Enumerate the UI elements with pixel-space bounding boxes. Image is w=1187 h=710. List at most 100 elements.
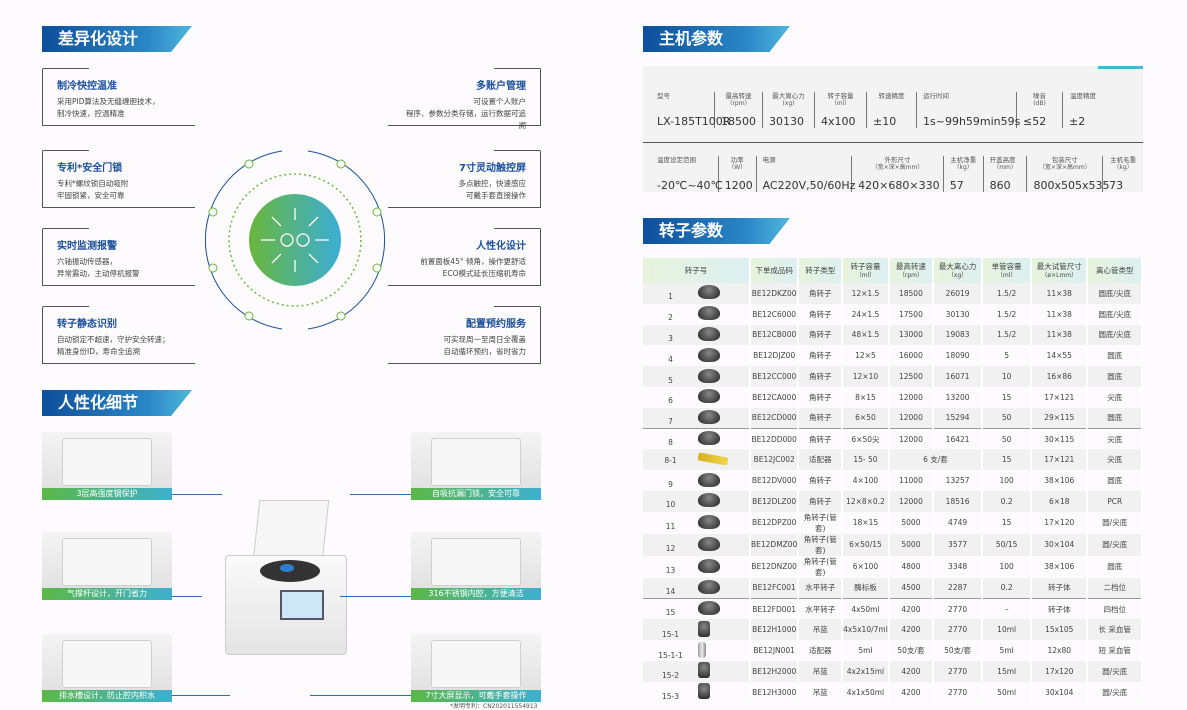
table-cell: 圆底/尖底	[1087, 303, 1143, 325]
cell-value: BE12JN001	[753, 646, 795, 656]
table-cell: 15-3	[643, 681, 751, 703]
table-cell: 8×15	[842, 386, 890, 408]
table-cell: –	[982, 598, 1033, 620]
cell-value: 6×50	[855, 413, 876, 423]
spec-label: 电源	[762, 156, 776, 164]
table-cell: 2770	[933, 681, 984, 703]
molecule-arrows-icon	[261, 208, 329, 272]
detail-caption: 3层高强度钢保护	[42, 488, 172, 500]
cell-value: 0.2	[1000, 496, 1013, 506]
cell-value: 圆底/尖底	[1098, 309, 1131, 319]
detail-photo: 3层高强度钢保护	[42, 432, 172, 500]
spec-value: 30130	[769, 115, 804, 128]
rotor-number: 4	[668, 354, 673, 364]
cell-value: BE12H1000	[752, 625, 797, 635]
cell-value: BE12H3000	[752, 687, 797, 697]
detail-caption: 排水槽设计，防止腔内积水	[42, 690, 172, 702]
table-cell: 30130	[933, 303, 984, 325]
rotor-number: 14	[665, 586, 676, 596]
cell-value: 17x120	[1045, 666, 1074, 676]
table-cell: 26019	[933, 283, 984, 304]
cell-value: 50	[1001, 434, 1012, 444]
table-cell: 6×18	[1031, 490, 1089, 512]
table-cell: 14×55	[1031, 345, 1089, 367]
spec-value: 57	[949, 179, 964, 192]
table-cell: 15-1	[643, 619, 751, 641]
rotor-number: 15-1	[661, 629, 680, 639]
rotor-number: 13	[665, 565, 676, 575]
table-cell: BE12DLZ00	[750, 490, 800, 512]
table-cell: 50ml	[982, 681, 1033, 703]
table-cell: 30x104	[1031, 681, 1089, 703]
table-cell: 17×120	[1031, 511, 1089, 534]
cell-value: 3577	[948, 540, 968, 550]
table-cell: 4200	[888, 660, 935, 682]
rotor-image	[698, 683, 710, 700]
spec-label: 包装尺寸	[1051, 156, 1078, 164]
table-cell: 50	[982, 407, 1033, 429]
rotor-image	[698, 409, 720, 424]
rotor-number: 10	[665, 500, 676, 510]
detail-photo: 自吸抗漏门锁，安全可靠	[411, 432, 541, 500]
table-cell: 12500	[888, 366, 935, 387]
feature-title: 人性化设计	[476, 241, 526, 252]
feature-desc: 专利*螺纹锁自动吸附	[57, 179, 129, 188]
cell-value: BE12DV000	[751, 476, 797, 486]
spec-label: 温度精度	[1070, 92, 1096, 100]
cell-value: 17500	[898, 309, 923, 319]
spec-value: 420×680×330	[858, 179, 940, 192]
cell-value: 长 采血管	[1098, 625, 1131, 635]
table-cell: 角转子(管套)	[798, 555, 844, 578]
cell-value: 26019	[945, 288, 970, 298]
cell-value: 6×100	[852, 562, 879, 572]
rotor-number: 3	[668, 333, 673, 343]
spec-value: ≤52	[1023, 115, 1047, 128]
spec-unit: （宽×深×高mm）	[1038, 164, 1091, 171]
spec-label: 运行时间	[923, 92, 949, 100]
cell-value: 圆底	[1107, 372, 1123, 382]
table-cell: 1	[643, 283, 751, 304]
cell-value: 角转子	[808, 372, 832, 382]
cell-value: 18500	[898, 288, 923, 298]
table-cell: 16000	[888, 345, 935, 367]
cell-value: 30×115	[1044, 434, 1075, 444]
table-cell: 50支/套	[933, 640, 984, 661]
header-label: 单管容量	[991, 261, 1022, 271]
table-cell: 圆/尖底	[1087, 533, 1143, 556]
cell-value: 17×121	[1044, 392, 1075, 402]
table-cell: 30×104	[1031, 533, 1089, 556]
cell-value: 吊篮	[812, 687, 828, 697]
table-cell: 15	[982, 386, 1033, 408]
cell-value: 吊篮	[812, 666, 828, 676]
spec-item: 外形尺寸（宽×深×高mm）420×680×330	[852, 156, 944, 192]
cell-value: 12×1.5	[851, 288, 880, 298]
cell-value: 0.2	[1000, 583, 1013, 593]
feature-box: 专利*安全门锁专利*螺纹锁自动吸附牢固锁紧，安全可靠	[42, 150, 195, 208]
table-cell: 角转子	[798, 345, 844, 367]
table-cell: 5000	[888, 511, 935, 534]
table-cell: 圆底	[1087, 345, 1143, 367]
cell-value: 5	[1004, 351, 1010, 361]
cell-value: 50支/套	[944, 646, 972, 656]
cell-value: BE12DKZ00	[751, 288, 797, 298]
table-cell: 4500	[888, 577, 935, 599]
cell-value: 50ml	[997, 687, 1017, 697]
cell-value: 4200	[901, 625, 921, 635]
spec-value: 1200	[724, 179, 753, 192]
table-cell: 2770	[933, 660, 984, 682]
spec-item: 温度精度±2	[1063, 92, 1103, 128]
feature-title: 实时监测报警	[57, 241, 117, 252]
header-unit: （ml）	[855, 271, 876, 279]
rotor-number: 11	[665, 521, 676, 531]
table-cell: BE12DJZ00	[750, 345, 800, 367]
cell-value: 角转子	[808, 330, 832, 340]
spec-value: LX-185T100R	[657, 115, 731, 128]
rotor-number: 15-2	[661, 671, 680, 681]
